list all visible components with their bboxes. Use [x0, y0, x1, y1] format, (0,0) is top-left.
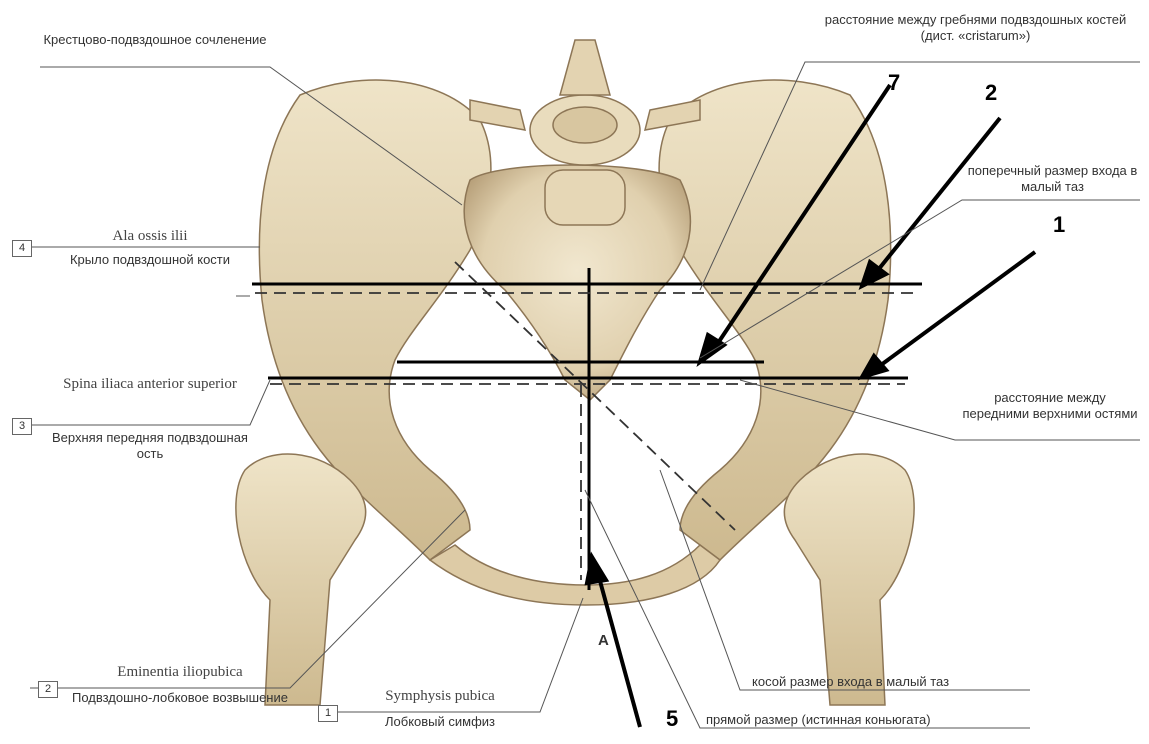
label-letter-a: A — [598, 632, 609, 649]
label-oblique: косой размер входа в малый таз — [752, 674, 949, 690]
number-5: 5 — [666, 706, 678, 732]
label-spina-latin: Spina iliaca anterior superior — [40, 376, 260, 392]
vertebra-canal — [553, 107, 617, 143]
label-symphysis-ru: Лобковый симфиз — [345, 714, 535, 730]
label-transverse-inlet: поперечный размер входа в малый таз — [965, 163, 1140, 195]
label-ala-latin: Ala ossis ilii — [40, 228, 260, 244]
box-symphysis: 1 — [318, 705, 338, 722]
vertebra-lower — [545, 170, 625, 225]
label-spinarum: расстояние между передними верхними остя… — [960, 390, 1140, 422]
number-1: 1 — [1053, 212, 1065, 238]
number-7: 7 — [888, 70, 900, 96]
number-2: 2 — [985, 80, 997, 106]
box-spina: 3 — [12, 418, 32, 435]
label-sacroiliac: Крестцово-подвздошное сочленение — [40, 32, 270, 48]
label-true-conjugate: прямой размер (истинная коньюгата) — [706, 712, 931, 728]
box-ala: 4 — [12, 240, 32, 257]
label-symphysis-latin: Symphysis pubica — [345, 688, 535, 704]
arrow-2 — [870, 118, 1000, 280]
arrow-5-head — [587, 557, 606, 583]
label-cristarum: расстояние между гребнями подвздошных ко… — [808, 12, 1143, 44]
box-eminentia: 2 — [38, 681, 58, 698]
label-spina-ru: Верхняя передняя подвздошная ость — [40, 430, 260, 462]
label-eminentia-ru: Подвздошно-лобковое возвышение — [70, 690, 290, 706]
arrow-1 — [870, 252, 1035, 373]
right-femur — [784, 454, 914, 705]
pelvis-illustration — [236, 40, 914, 705]
label-ala-ru: Крыло подвздошной кости — [40, 252, 260, 268]
label-eminentia-latin: Eminentia iliopubica — [70, 664, 290, 680]
pubic-arch — [430, 545, 720, 605]
